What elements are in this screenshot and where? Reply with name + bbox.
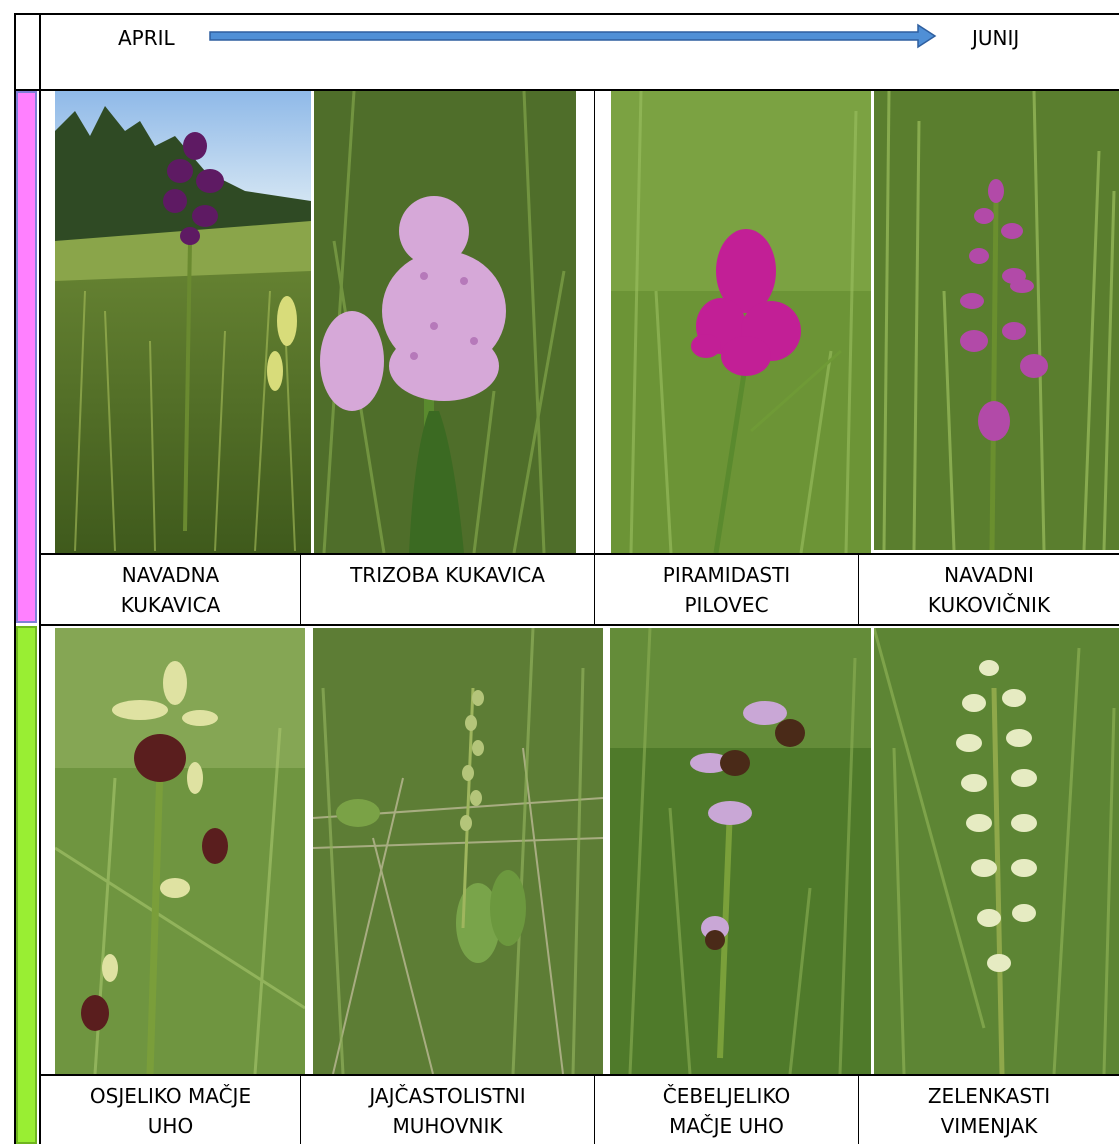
flower-cluster xyxy=(163,132,224,245)
species-label-cebeljeliko-macje-uho: ČEBELJELIKO MAČJE UHO xyxy=(595,1081,858,1141)
photo-navadni-kukovicnik xyxy=(874,91,1119,550)
flower-cluster xyxy=(460,690,484,831)
species-label-line1: ČEBELJELIKO xyxy=(662,1084,791,1108)
row1-label-top xyxy=(39,553,1119,555)
species-label-navadna-kukavica: NAVADNA KUKAVICA xyxy=(41,560,300,620)
row2-divider-1 xyxy=(300,1074,301,1144)
row1-divider-3 xyxy=(858,553,859,625)
species-label-osjeliko-macje-uho: OSJELIKO MAČJE UHO xyxy=(41,1081,300,1141)
species-label-line2: MAČJE UHO xyxy=(669,1114,784,1138)
photo-osjeliko-macje-uho xyxy=(55,628,305,1074)
flower-cluster xyxy=(81,734,228,1031)
photo-navadna-kukavica xyxy=(55,91,311,553)
species-label-line2: UHO xyxy=(147,1114,194,1138)
species-label-line2: VIMENJAK xyxy=(940,1114,1038,1138)
row1-divider-2 xyxy=(594,553,595,625)
table-border-top xyxy=(14,13,1119,15)
row1-divider-1 xyxy=(300,553,301,625)
timeline-arrow xyxy=(208,22,938,50)
row1-label-bottom xyxy=(39,624,1119,626)
photo-trizoba-kukavica xyxy=(314,91,576,553)
timeline-arrow-shape xyxy=(209,23,937,49)
month-start-label: APRIL xyxy=(118,26,175,50)
flower-cluster xyxy=(956,660,1037,972)
row2-divider-2 xyxy=(594,1074,595,1144)
table-border-left xyxy=(14,13,16,1144)
photo-gap-divider xyxy=(594,91,595,553)
species-label-jajcastolistni-muhovnik: JAJČASTOLISTNI MUHOVNIK xyxy=(301,1081,594,1141)
photo-zelenkasti-vimenjak xyxy=(874,628,1119,1074)
table-col-divider xyxy=(39,13,41,1144)
photo-cebeljeliko-macje-uho xyxy=(610,628,871,1074)
flower-cluster xyxy=(960,179,1048,441)
row1-color-bar xyxy=(16,91,37,623)
row2-divider-3 xyxy=(858,1074,859,1144)
species-label-line1: NAVADNA xyxy=(121,563,220,587)
species-label-line2: KUKOVIČNIK xyxy=(927,593,1051,617)
photo-piramidasti-pilovec xyxy=(611,91,871,553)
month-end-label: JUNIJ xyxy=(972,26,1020,50)
species-label-navadni-kukovicnik: NAVADNI KUKOVIČNIK xyxy=(859,560,1119,620)
species-label-line1: OSJELIKO MAČJE xyxy=(89,1084,252,1108)
species-label-piramidasti-pilovec: PIRAMIDASTI PILOVEC xyxy=(595,560,858,620)
species-label-line1: JAJČASTOLISTNI xyxy=(369,1084,526,1108)
photo-jajcastolistni-muhovnik xyxy=(313,628,603,1074)
table-header-bottom xyxy=(14,89,1119,91)
row2-color-bar xyxy=(16,626,37,1144)
species-label-line1: TRIZOBA KUKAVICA xyxy=(350,563,545,587)
species-label-line2: PILOVEC xyxy=(684,593,769,617)
species-label-line2: KUKAVICA xyxy=(120,593,221,617)
species-label-line1: ZELENKASTI xyxy=(927,1084,1051,1108)
species-label-line1: NAVADNI xyxy=(944,563,1034,587)
species-label-line1: PIRAMIDASTI xyxy=(662,563,791,587)
species-label-line2: MUHOVNIK xyxy=(392,1114,503,1138)
species-label-zelenkasti-vimenjak: ZELENKASTI VIMENJAK xyxy=(859,1081,1119,1141)
flower-cluster xyxy=(691,229,801,376)
species-label-trizoba-kukavica: TRIZOBA KUKAVICA xyxy=(301,560,594,590)
row2-label-top xyxy=(39,1074,1119,1076)
